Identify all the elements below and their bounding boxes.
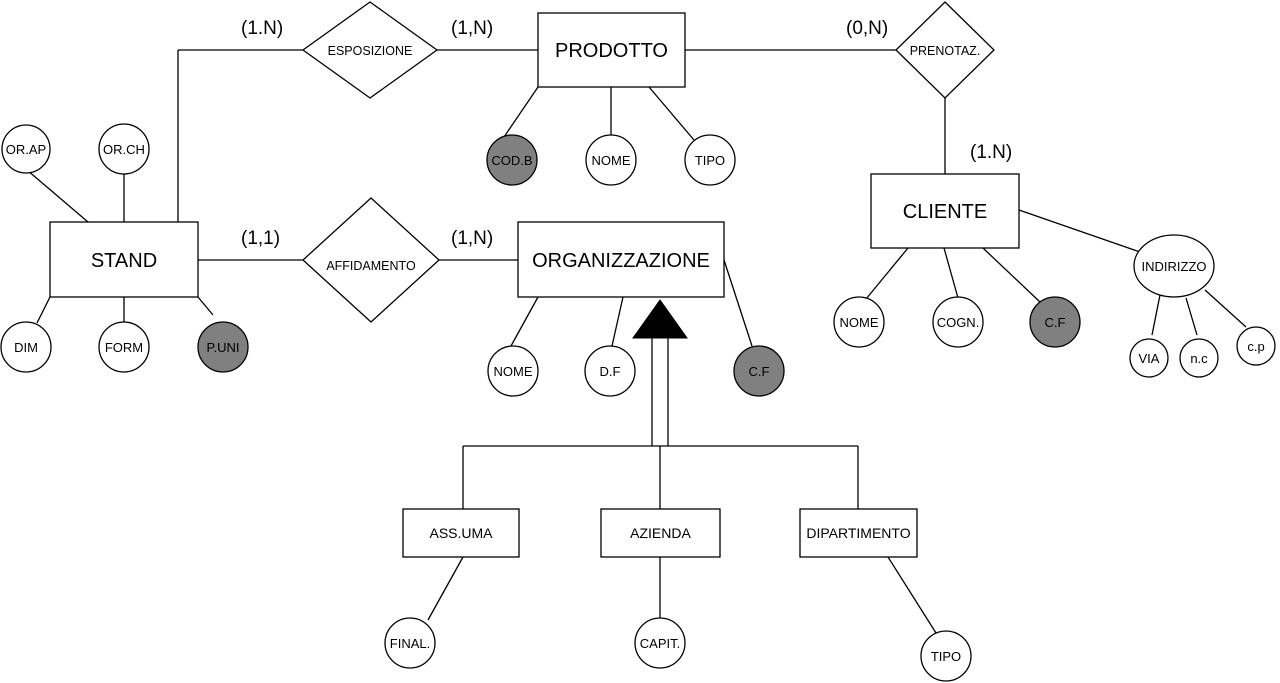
relationship-esposizione-label: ESPOSIZIONE xyxy=(328,44,413,58)
attribute-indirizzo-via: VIA xyxy=(1129,338,1169,378)
attribute-org-d-f: D.F xyxy=(584,345,636,397)
entity-dipartimento: DIPARTIMENTO xyxy=(799,508,918,558)
relationship-affidamento-label: AFFIDAMENTO xyxy=(326,259,416,273)
entity-prodotto-label: PRODOTTO xyxy=(555,40,668,62)
entity-azienda: AZIENDA xyxy=(600,508,721,558)
attribute-org-c-f-key: C.F xyxy=(733,345,785,397)
attribute-org-c-f-label: C.F xyxy=(749,364,770,379)
attribute-stand-form-label: FORM xyxy=(105,340,143,355)
attribute-stand-or-ch-label: OR.CH xyxy=(103,142,145,157)
line-dipartimento-tipo xyxy=(887,556,937,634)
card-prenotaz-cliente: (1.N) xyxy=(970,142,1012,163)
connector-lines xyxy=(26,49,1247,634)
attribute-stand-form: FORM xyxy=(98,321,150,373)
line-org-nome xyxy=(510,296,539,347)
card-esposizione-prodotto: (1,N) xyxy=(451,18,493,39)
attribute-prodotto-nome-label: NOME xyxy=(592,153,631,168)
attribute-prodotto-nome: NOME xyxy=(585,134,637,186)
attribute-stand-dim: DIM xyxy=(0,321,52,373)
relationship-prenotaz-label: PRENOTAZ. xyxy=(910,44,981,58)
attribute-cliente-indirizzo-label: INDIRIZZO xyxy=(1142,259,1207,274)
line-indirizzo-nc xyxy=(1185,297,1198,336)
card-affidamento-organizzazione: (1,N) xyxy=(451,228,493,249)
line-stand-puni xyxy=(197,296,214,316)
attribute-stand-or-ap: OR.AP xyxy=(1,124,51,174)
attribute-cliente-c-f-label: C.F xyxy=(1045,315,1066,330)
entity-organizzazione-label: ORGANIZZAZIONE xyxy=(532,250,710,272)
attribute-prodotto-cod-b-key: COD.B xyxy=(486,134,538,186)
attribute-indirizzo-n-c-label: n.c xyxy=(1190,351,1208,366)
relationship-affidamento: AFFIDAMENTO xyxy=(302,197,440,323)
attribute-azienda-capit-label: CAPIT. xyxy=(640,636,680,651)
line-indirizzo-cp xyxy=(1204,289,1247,328)
attribute-org-nome: NOME xyxy=(487,345,539,397)
line-cliente-nome xyxy=(865,247,909,300)
attribute-cliente-nome-label: NOME xyxy=(840,315,879,330)
line-prodotto-tipo xyxy=(648,86,695,141)
entity-cliente: CLIENTE xyxy=(870,173,1020,249)
generalization-triangle xyxy=(632,299,688,339)
attribute-prodotto-tipo-label: TIPO xyxy=(695,153,725,168)
card-stand-esposizione: (1.N) xyxy=(241,18,283,39)
entity-prodotto: PRODOTTO xyxy=(537,12,686,88)
attribute-ass-uma-final-label: FINAL. xyxy=(390,636,430,651)
attribute-stand-dim-label: DIM xyxy=(14,340,38,355)
line-org-df xyxy=(611,296,624,347)
line-cliente-cogn xyxy=(943,247,959,299)
entity-organizzazione: ORGANIZZAZIONE xyxy=(517,221,725,298)
attribute-indirizzo-via-label: VIA xyxy=(1139,351,1160,366)
attribute-org-nome-label: NOME xyxy=(494,364,533,379)
attribute-stand-or-ap-label: OR.AP xyxy=(6,142,46,157)
line-prodotto-codb xyxy=(503,86,539,138)
relationship-prenotaz: PRENOTAZ. xyxy=(895,1,995,99)
line-org-cf xyxy=(723,259,753,347)
attribute-cliente-cogn-label: COGN. xyxy=(937,315,980,330)
entity-azienda-label: AZIENDA xyxy=(630,525,691,541)
attribute-ass-uma-final: FINAL. xyxy=(384,617,436,669)
attribute-cliente-indirizzo: INDIRIZZO xyxy=(1133,234,1215,298)
line-stand-orap xyxy=(26,169,89,223)
line-cliente-cf xyxy=(982,247,1041,303)
cardinality-labels: (1.N) (1,N) (0,N) (1.N) (1,1) (1,N) xyxy=(241,18,1012,249)
attribute-stand-p-uni-key: P.UNI xyxy=(197,321,249,373)
entity-cliente-label: CLIENTE xyxy=(903,201,987,223)
attribute-stand-p-uni-label: P.UNI xyxy=(207,340,240,355)
entity-dipartimento-label: DIPARTIMENTO xyxy=(806,525,910,541)
line-assuma-final xyxy=(427,556,464,621)
entity-ass-uma: ASS.UMA xyxy=(402,508,520,558)
attribute-cliente-c-f-key: C.F xyxy=(1029,296,1081,348)
attribute-prodotto-tipo: TIPO xyxy=(684,134,736,186)
attribute-indirizzo-c-p: c.p xyxy=(1236,326,1276,366)
attribute-azienda-capit: CAPIT. xyxy=(634,617,686,669)
line-stand-dim xyxy=(36,296,51,324)
attribute-org-d-f-label: D.F xyxy=(600,364,621,379)
line-cliente-indirizzo xyxy=(1018,209,1141,253)
attribute-stand-or-ch: OR.CH xyxy=(98,123,150,175)
attribute-dipartimento-tipo: TIPO xyxy=(920,630,972,682)
entity-ass-uma-label: ASS.UMA xyxy=(429,525,493,541)
card-prodotto-prenotaz: (0,N) xyxy=(846,18,888,39)
entity-stand: STAND xyxy=(49,221,199,298)
card-stand-affidamento: (1,1) xyxy=(241,228,280,249)
entity-stand-label: STAND xyxy=(91,250,157,272)
attribute-prodotto-cod-b-label: COD.B xyxy=(491,153,532,168)
attribute-cliente-cogn: COGN. xyxy=(932,296,984,348)
line-indirizzo-via xyxy=(1151,294,1161,336)
attribute-indirizzo-n-c: n.c xyxy=(1179,338,1219,378)
attribute-dipartimento-tipo-label: TIPO xyxy=(931,649,961,664)
relationship-esposizione: ESPOSIZIONE xyxy=(301,1,439,99)
attribute-cliente-nome: NOME xyxy=(833,296,885,348)
attribute-indirizzo-c-p-label: c.p xyxy=(1247,339,1264,354)
